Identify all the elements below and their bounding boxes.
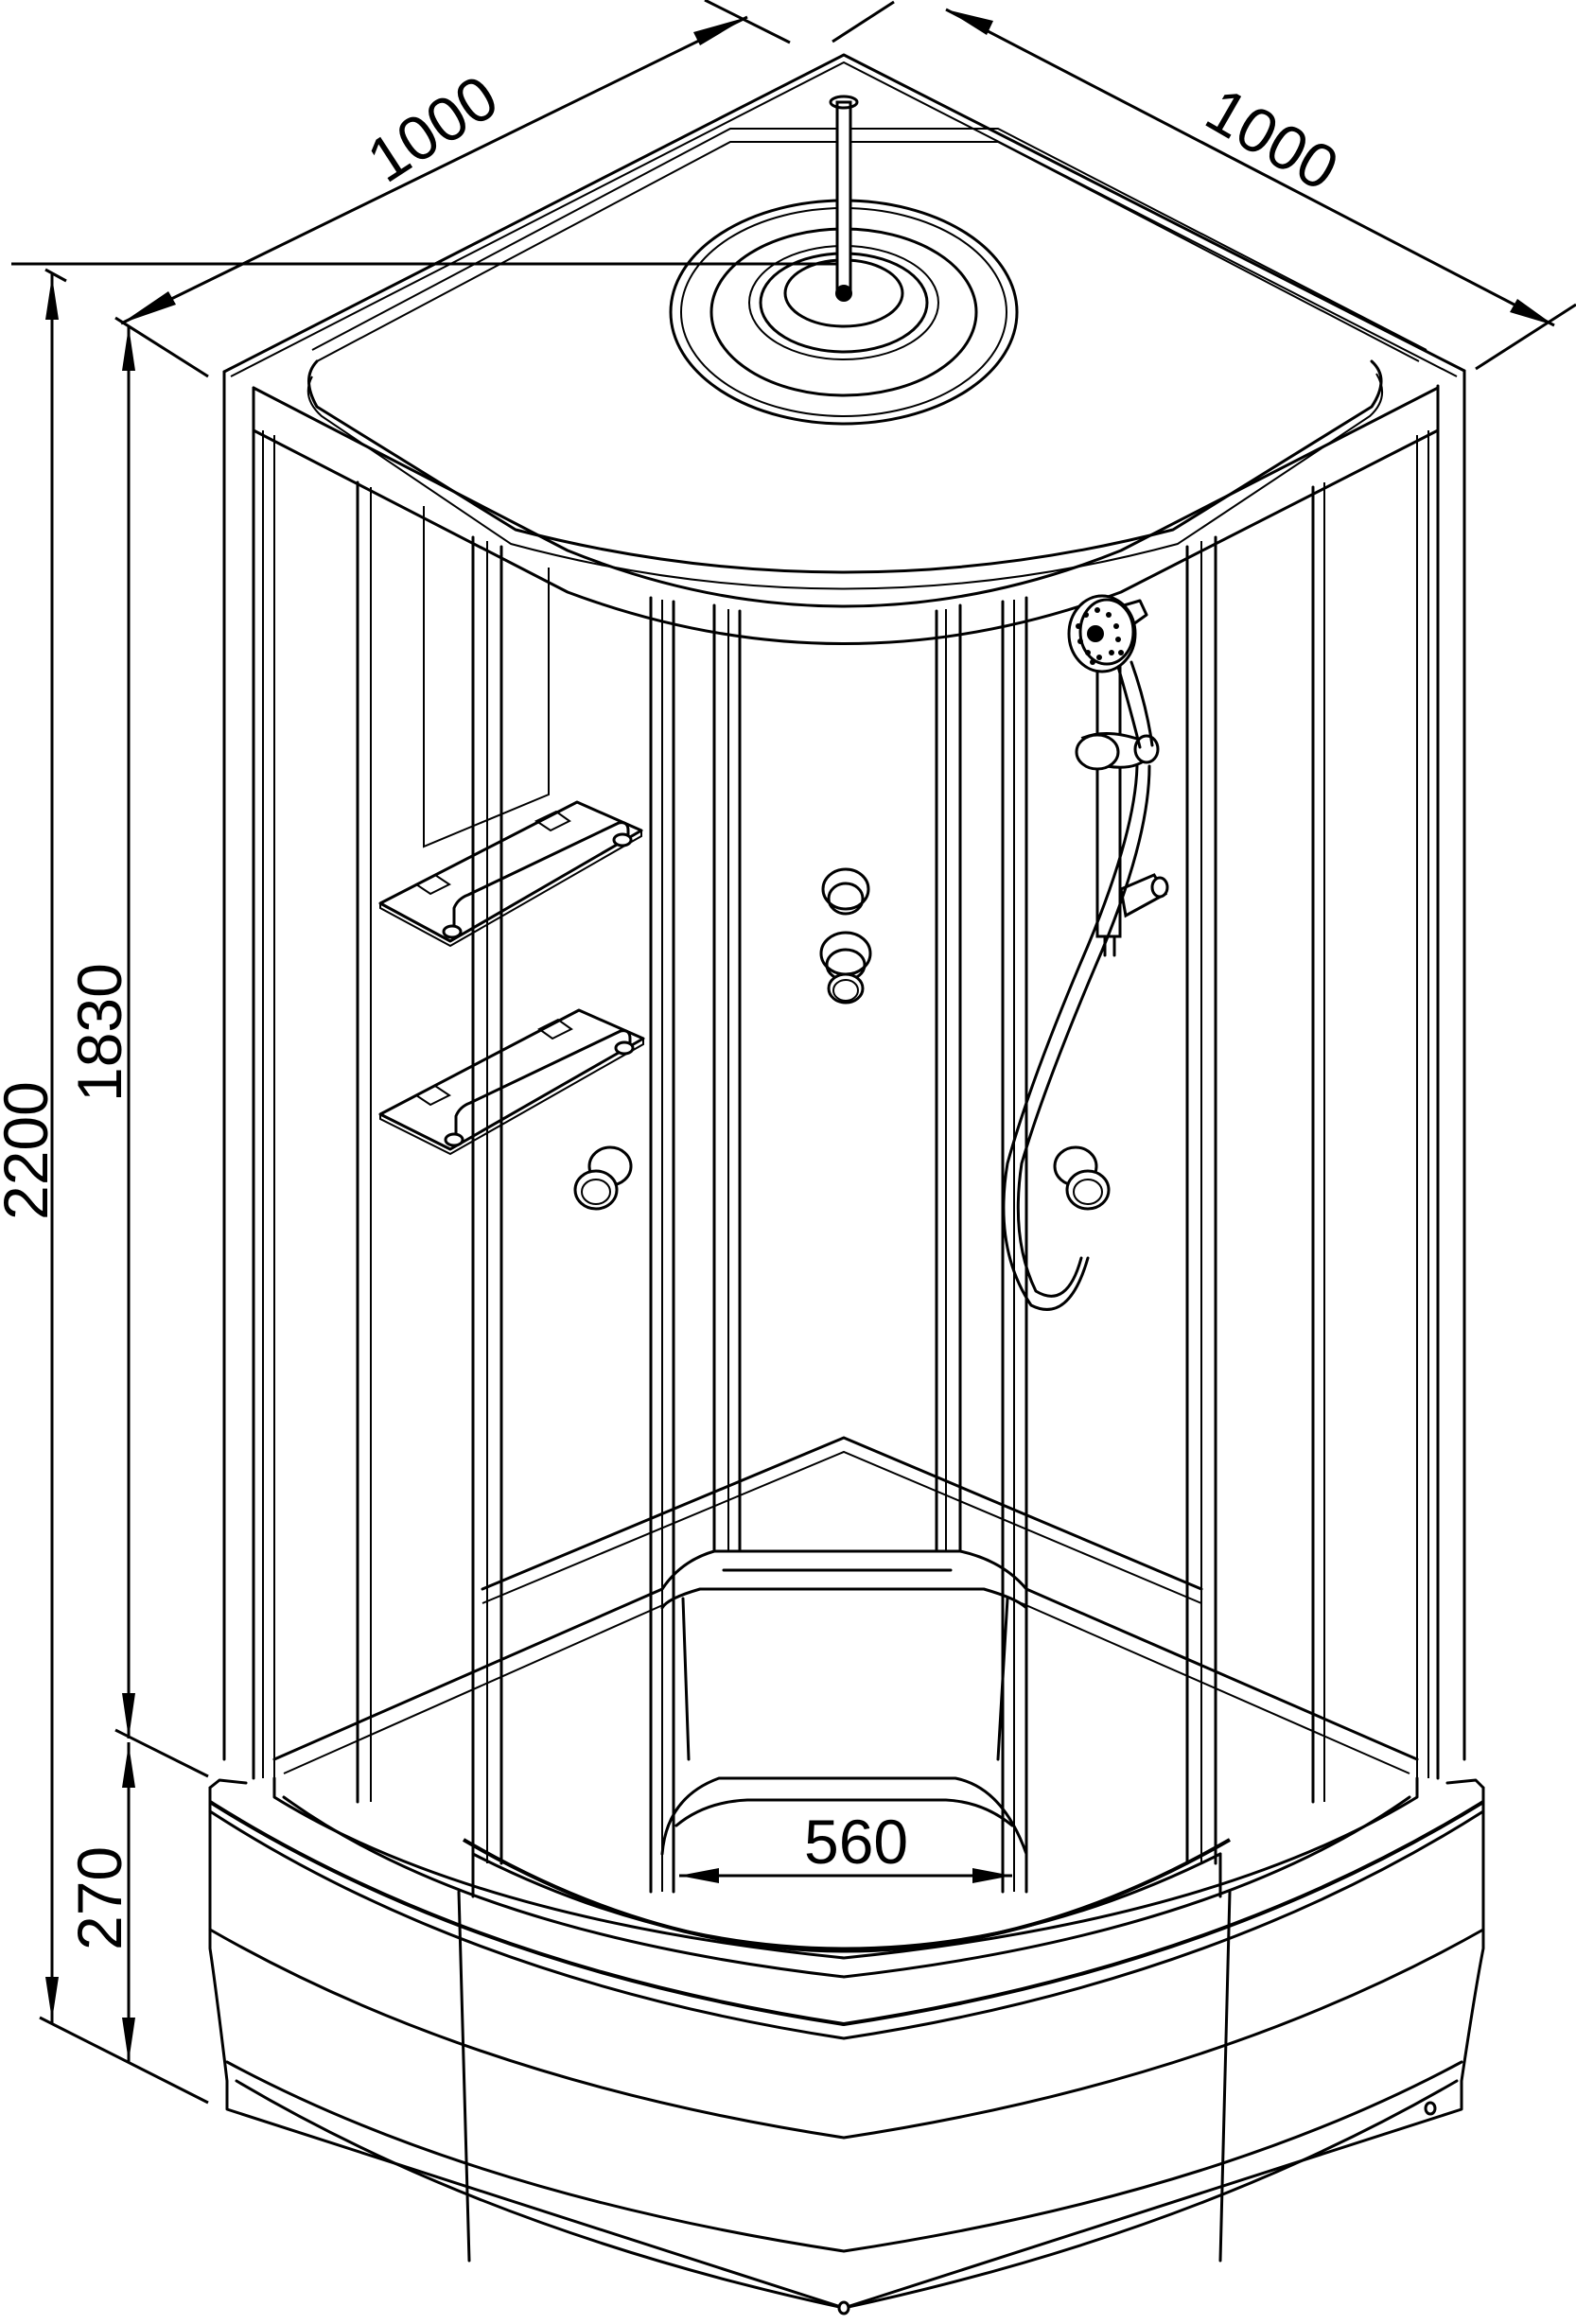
- dim-label-1830: 1830: [64, 963, 134, 1102]
- back-wall-frames: [252, 428, 1440, 1894]
- glass-shelf-lower: [378, 1008, 645, 1156]
- dim-label-top-right: 1000: [1195, 74, 1350, 203]
- drain-bolt-right: [1424, 2101, 1437, 2116]
- dimension-tray-height-270: 270: [64, 1742, 135, 2062]
- drain-bolt-front: [837, 2300, 850, 2315]
- massage-jet-right: [1053, 1145, 1111, 1211]
- tray-basin: [660, 1549, 1028, 1856]
- tray-apron: [208, 1778, 1485, 2315]
- dimension-top-left-1000: 1000: [114, 0, 791, 378]
- glass-shelf-upper: [378, 800, 643, 948]
- dim-label-560: 560: [804, 1807, 908, 1877]
- dimension-total-height-2200: 2200: [0, 262, 851, 2105]
- ceiling-rod: [835, 100, 852, 293]
- dim-label-270: 270: [64, 1846, 134, 1950]
- shower-hose: [1002, 764, 1139, 1311]
- massage-jet-center-lower: [819, 931, 872, 1005]
- hand-shower: [1002, 594, 1169, 1311]
- dimension-door-opening-560: 560: [679, 1807, 1012, 1883]
- dimension-top-right-1000: 1000: [832, 0, 1576, 371]
- sliding-doors: [272, 1776, 1419, 1979]
- dim-label-top-left: 1000: [355, 61, 509, 196]
- massage-jet-left: [573, 1145, 633, 1211]
- mirror: [423, 506, 550, 848]
- tray-back-rim: [272, 1436, 1419, 1774]
- dimension-enclosure-height-1830: 1830: [64, 326, 209, 1778]
- cabin-roof: [222, 53, 1466, 1761]
- dim-label-2200: 2200: [0, 1081, 61, 1220]
- massage-jet-center-upper: [821, 867, 870, 916]
